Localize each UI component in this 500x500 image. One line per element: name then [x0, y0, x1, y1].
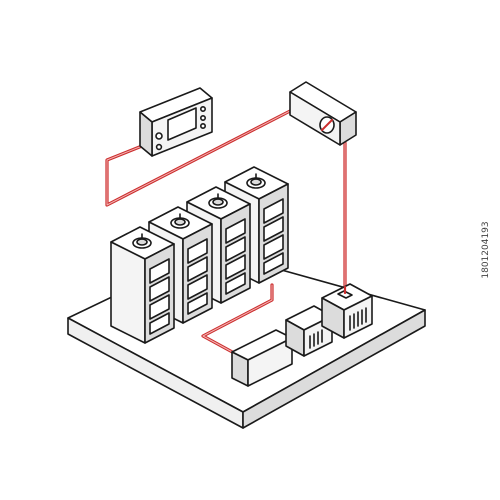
panel-knob: [155, 132, 163, 140]
panel-button: [200, 123, 207, 130]
vent-slots: [349, 307, 367, 331]
drive-bays: [149, 258, 170, 335]
server-rack-icon: [110, 226, 175, 344]
control-panel-icon: [139, 87, 213, 157]
power-switch-icon: [289, 81, 357, 146]
cables: [105, 108, 347, 356]
panel-knob: [155, 143, 163, 151]
image-id-text: 1801204193: [481, 221, 491, 279]
drive-bays: [263, 198, 284, 275]
panel-screen: [167, 107, 197, 141]
ups-icon: [321, 283, 373, 339]
drive-bays: [225, 218, 246, 295]
vent-slots: [309, 329, 323, 349]
drive-bays: [187, 238, 208, 315]
panel-button: [200, 106, 207, 113]
panel-button: [200, 115, 207, 122]
battery-icon: [231, 329, 293, 387]
ups-plug: [337, 290, 353, 299]
